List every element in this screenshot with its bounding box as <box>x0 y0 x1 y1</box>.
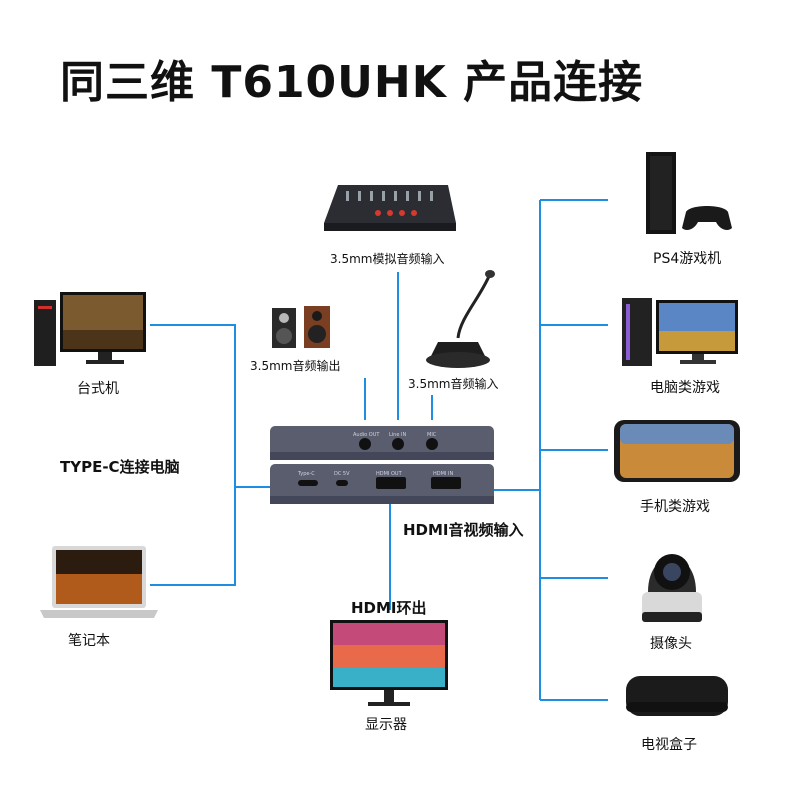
port-audio-out: Audio OUT <box>353 432 380 438</box>
monitor-icon <box>330 620 448 706</box>
page-title: 同三维 T610UHK 产品连接 <box>60 57 644 108</box>
port-line-in: Line IN <box>389 432 406 438</box>
laptop-label: 笔记本 <box>68 633 110 649</box>
pc-game-icon <box>622 298 738 366</box>
tv-box-icon <box>626 676 728 716</box>
t610uhk-device: Audio OUT Line IN MIC Type-C DC 5V HDMI … <box>270 426 494 504</box>
monitor-label: 显示器 <box>365 717 407 733</box>
port-hdmi-in: HDMI IN <box>433 471 453 477</box>
ps4-icon <box>646 152 732 234</box>
mixer-icon <box>324 185 456 231</box>
typec-bracket-line <box>150 324 236 586</box>
analog-audio-in-label: 3.5mm模拟音频输入 <box>330 252 445 266</box>
desktop-icon <box>34 292 146 366</box>
audio-in-label: 3.5mm音频输入 <box>408 377 499 391</box>
phone-game-label: 手机类游戏 <box>640 499 710 515</box>
pc-game-label: 电脑类游戏 <box>650 380 720 396</box>
laptop-icon <box>40 546 158 618</box>
camera-label: 摄像头 <box>650 636 692 652</box>
desktop-label: 台式机 <box>77 381 119 397</box>
tv-box-label: 电视盒子 <box>641 737 697 753</box>
port-hdmi-out: HDMI OUT <box>376 471 403 477</box>
speaker-icon <box>272 306 330 348</box>
port-mic: MIC <box>427 432 437 438</box>
phone-icon <box>614 420 740 482</box>
hdmi-loop-label: HDMI环出 <box>351 599 427 617</box>
camera-icon <box>642 554 702 622</box>
hdmi-in-label: HDMI音视频输入 <box>403 521 524 539</box>
port-dc5v: DC 5V <box>334 471 350 477</box>
ps4-label: PS4游戏机 <box>653 251 722 267</box>
port-typec: Type-C <box>297 471 315 477</box>
typec-label: TYPE-C连接电脑 <box>60 458 180 476</box>
audio-out-label: 3.5mm音频输出 <box>250 359 341 373</box>
microphone-icon <box>426 270 495 368</box>
